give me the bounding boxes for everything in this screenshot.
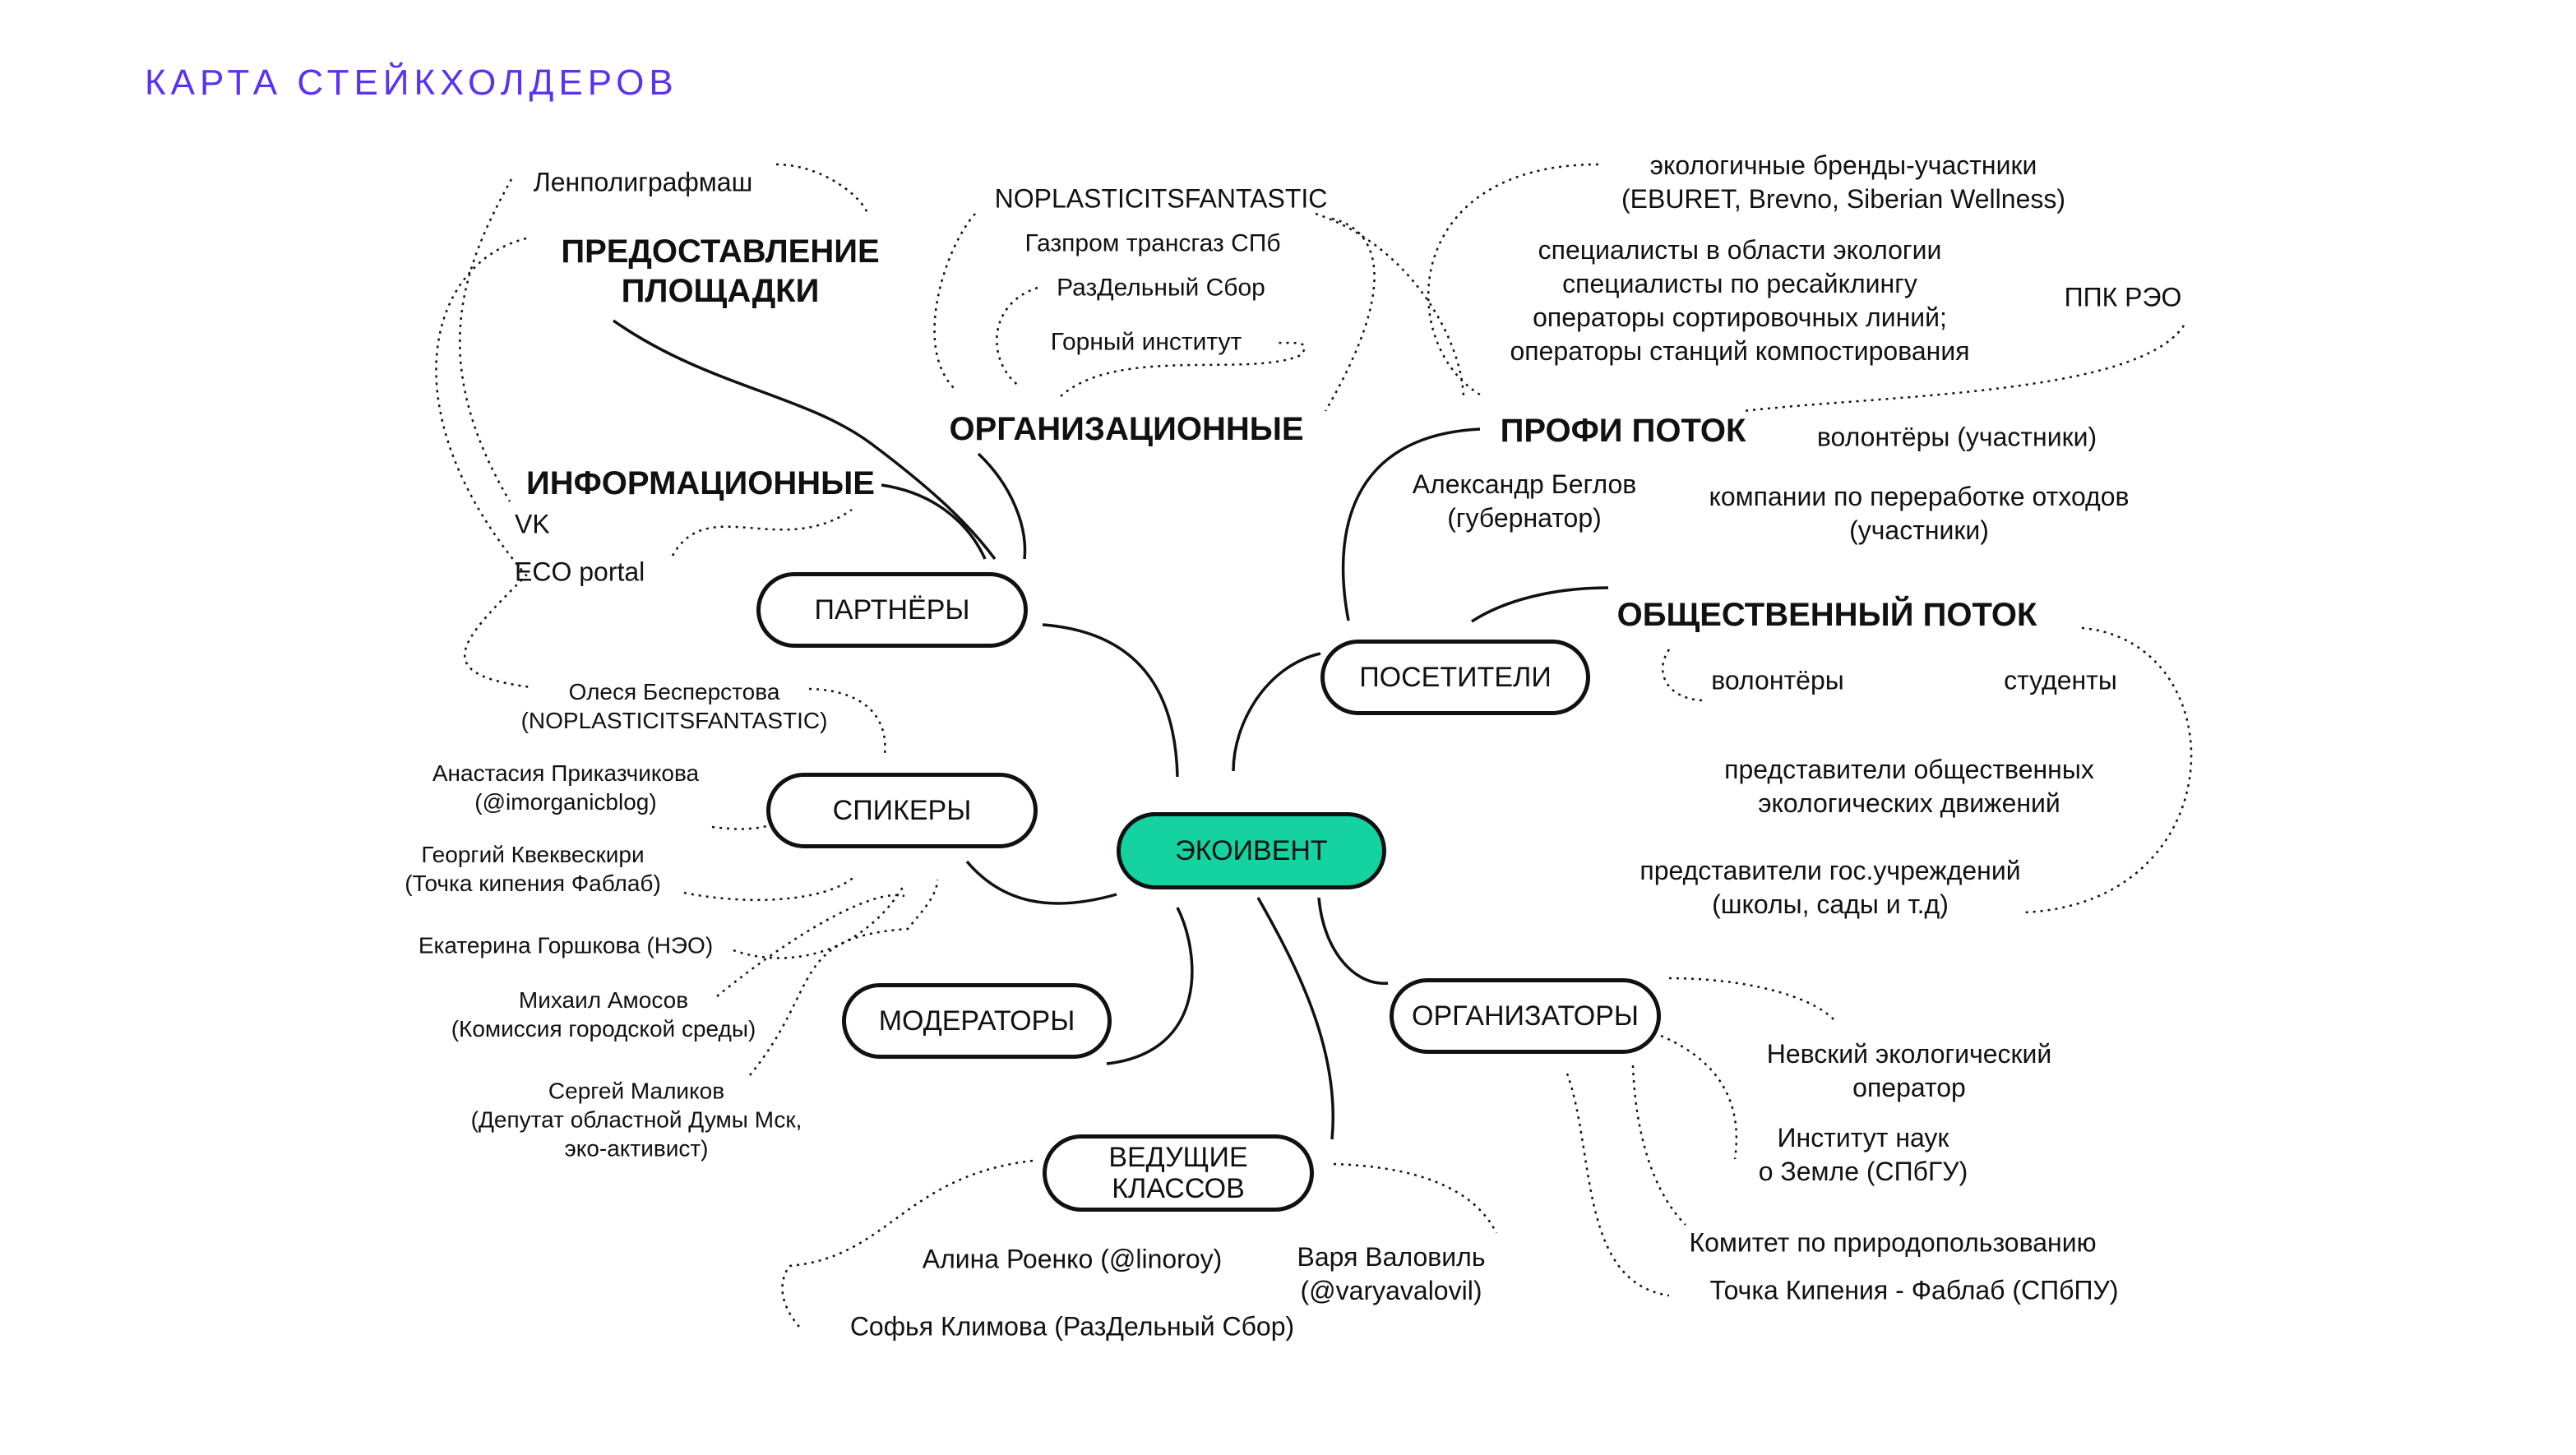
host-handle: (@varyavalovil) [1300, 1276, 1482, 1305]
text-line: представители общественных [1724, 755, 2094, 784]
speaker-org: (NOPLASTICITSFANTASTIC) [520, 708, 828, 733]
partner-vk: VK [515, 509, 550, 539]
host-sofya: Софья Климова (РазДельный Сбор) [849, 1311, 1295, 1342]
organizer-item: Точка Кипения - Фаблаб (СПбПУ) [1710, 1274, 2119, 1308]
category-profi: ПРОФИ ПОТОК [1500, 413, 1746, 449]
speaker-name: Екатерина Горшкова (НЭО) [418, 932, 714, 958]
profi-specialists: специалисты в области экологии специалис… [1510, 233, 1969, 368]
speaker-item: Георгий Квеквескири (Точка кипения Фаблаб… [405, 840, 661, 898]
text-line: (участники) [1849, 515, 1989, 545]
speaker-org: (Точка кипения Фаблаб) [405, 871, 661, 896]
node-visitors: ПОСЕТИТЕЛИ [1320, 640, 1590, 715]
organizer-item: Невский экологический оператор [1767, 1037, 2052, 1105]
partner-eco-portal: ECO portal [515, 557, 645, 587]
speaker-org: (Комиссия городской среды) [451, 1016, 756, 1042]
text-line: экологических движений [1758, 788, 2060, 818]
text-line: Точка Кипения - Фаблаб (СПбПУ) [1709, 1275, 2119, 1305]
center-node-ecoevent: ЭКОИВЕНТ [1117, 812, 1386, 889]
text-line: Невский экологический [1766, 1039, 2052, 1069]
node-partners: ПАРТНЁРЫ [756, 572, 1028, 648]
page-title: КАРТА СТЕЙКХОЛДЕРОВ [145, 62, 678, 103]
text-line: Александр Беглов [1412, 469, 1637, 499]
text-line: операторы сортировочных линий; [1533, 303, 1947, 332]
public-gov: представители гос.учреждений (школы, сады… [1639, 854, 2020, 922]
organizer-item: Институт наук о Земле (СПбГУ) [1759, 1121, 1968, 1189]
host-varya: Варя Валовиль (@varyavalovil) [1297, 1240, 1486, 1308]
speaker-name: Олеся Бесперстова [568, 679, 780, 704]
partner-noplastic: NOPLASTICITSFANTASTIC [994, 183, 1328, 214]
partner-gazprom: Газпром трансгаз СПб [1024, 229, 1281, 257]
profi-companies: компании по переработке отходов (участник… [1709, 480, 2130, 547]
public-students: студенты [2004, 665, 2117, 695]
speaker-item: Екатерина Горшкова (НЭО) [419, 931, 713, 960]
text-line: представители гос.учреждений [1639, 856, 2021, 885]
speaker-item: Анастасия Приказчикова (@imorganicblog) [432, 759, 699, 816]
text-line: операторы станций компостирования [1510, 336, 1970, 366]
category-line: ПЛОЩАДКИ [621, 273, 820, 309]
node-organizers: ОРГАНИЗАТОРЫ [1390, 978, 1661, 1054]
node-hosts: ВЕДУЩИЕ КЛАССОВ [1043, 1134, 1314, 1212]
text-line: оператор [1852, 1073, 1966, 1102]
speaker-name: Михаил Амосов [518, 987, 689, 1013]
node-speakers: СПИКЕРЫ [766, 773, 1038, 848]
speaker-name: Анастасия Приказчикова [432, 760, 700, 786]
speaker-org: эко-активист) [564, 1135, 709, 1162]
category-line: ПРЕДОСТАВЛЕНИЕ [561, 233, 880, 270]
public-volunteers: волонтёры [1711, 665, 1844, 695]
text-line: специалисты по ресайклингу [1562, 269, 1917, 298]
partner-lenpoligrafmash: Ленполиграфмаш [533, 167, 753, 197]
partner-razdelny: РазДельный Сбор [1057, 274, 1265, 302]
node-hosts-line: КЛАССОВ [1112, 1173, 1245, 1204]
text-line: специалисты в области экологии [1538, 235, 1942, 265]
organizer-item: Комитет по природопользованию [1689, 1226, 2096, 1260]
profi-ppk-reo: ППК РЭО [2064, 282, 2182, 312]
text-line: Институт наук [1777, 1123, 1949, 1152]
text-line: (школы, сады и т.д) [1712, 889, 1949, 919]
text-line: Комитет по природопользованию [1689, 1227, 2097, 1258]
speaker-item: Михаил Амосов (Комиссия городской среды) [451, 986, 756, 1043]
profi-volunteers: волонтёры (участники) [1816, 422, 2097, 452]
node-hosts-line: ВЕДУЩИЕ [1108, 1142, 1248, 1173]
speaker-item: Олеся Бесперстова (NOPLASTICITSFANTASTIC) [521, 677, 828, 735]
partner-gorny: Горный институт [1050, 328, 1242, 356]
text-line: (EBURET, Brevno, Siberian Wellness) [1621, 184, 2066, 214]
category-organizational: ОРГАНИЗАЦИОННЫЕ [949, 411, 1304, 447]
text-line: экологичные бренды-участники [1649, 150, 2037, 180]
host-alina: Алина Роенко (@linoroy) [922, 1244, 1223, 1274]
category-info: ИНФОРМАЦИОННЫЕ [526, 465, 875, 501]
category-public: ОБЩЕСТВЕННЫЙ ПОТОК [1616, 597, 2037, 633]
text-line: (губернатор) [1447, 503, 1602, 533]
speaker-item: Сергей Маликов(Депутат областной Думы Мс… [471, 1077, 802, 1163]
node-moderators: МОДЕРАТОРЫ [842, 983, 1112, 1059]
speaker-org: (@imorganicblog) [474, 789, 657, 815]
speaker-org: (Депутат областной Думы Мск, [470, 1106, 802, 1133]
profi-brands: экологичные бренды-участники (EBURET, Bre… [1621, 149, 2065, 216]
text-line: о Земле (СПбГУ) [1758, 1157, 1968, 1186]
speaker-name: Сергей Маликов [548, 1078, 725, 1104]
profi-governor: Александр Беглов (губернатор) [1413, 468, 1637, 535]
text-line: компании по переработке отходов [1709, 482, 2130, 511]
host-name: Варя Валовиль [1297, 1242, 1486, 1272]
category-venue: ПРЕДОСТАВЛЕНИЕ ПЛОЩАДКИ [561, 232, 879, 311]
speaker-name: Георгий Квеквескири [421, 842, 645, 867]
public-movements: представители общественных экологических … [1724, 753, 2094, 820]
